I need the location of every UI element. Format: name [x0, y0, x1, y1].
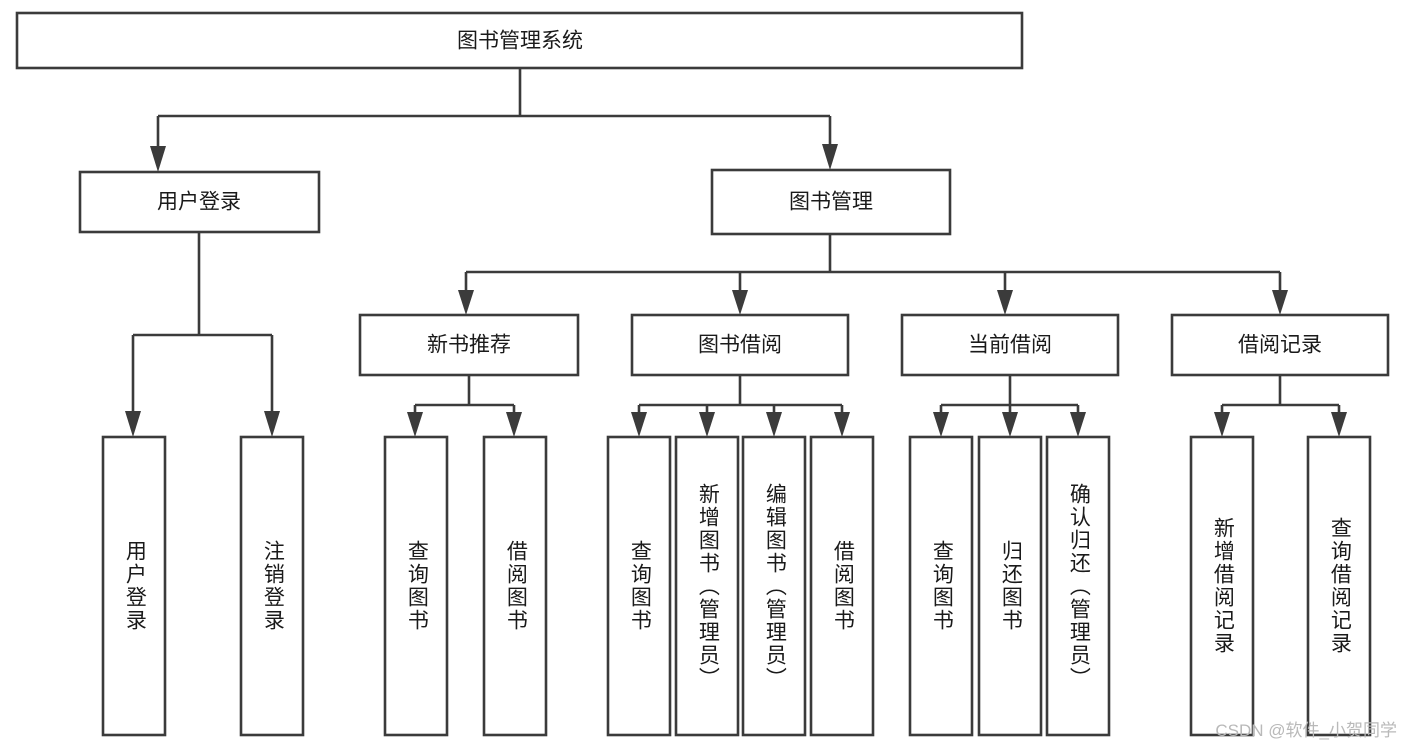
arrow-head-level2-3 — [1272, 290, 1288, 315]
arrow-head-user-login — [150, 146, 166, 172]
node-box-borrow-record[interactable] — [1170, 313, 1390, 377]
watermark-text: CSDN @软件_小贺同学 — [1215, 721, 1397, 740]
node-label-current-borrow: 当前借阅 — [968, 334, 1052, 357]
node-box-leaf-book-borrow-3[interactable] — [809, 435, 875, 737]
arrow-head-leaf-borrow-record-1 — [1331, 412, 1347, 437]
node-box-new-book-recommend[interactable] — [358, 313, 580, 377]
arrow-head-leaf-borrow-record-0 — [1214, 412, 1230, 437]
edges-group — [125, 68, 1347, 437]
node-label-root: 图书管理系统 — [457, 30, 583, 53]
node-box-book-borrow[interactable] — [630, 313, 850, 377]
arrow-head-leaf-current-borrow-0 — [933, 412, 949, 437]
node-label-book-borrow: 图书借阅 — [698, 334, 782, 357]
node-box-leaf-current-borrow-0[interactable] — [908, 435, 974, 737]
node-box-leaf-new-book-0[interactable] — [383, 435, 449, 737]
arrow-head-leaf-book-borrow-0 — [631, 412, 647, 437]
arrow-head-leaf-book-borrow-2 — [766, 412, 782, 437]
arrow-head-level2-1 — [732, 290, 748, 315]
arrow-head-leaf-user-login-1 — [264, 411, 280, 437]
node-label-user-login: 用户登录 — [157, 191, 241, 214]
node-label-new-book-recommend: 新书推荐 — [427, 334, 511, 357]
node-label-book-management: 图书管理 — [789, 191, 873, 214]
node-box-leaf-new-book-1[interactable] — [482, 435, 548, 737]
node-box-book-management[interactable] — [710, 168, 952, 236]
node-box-current-borrow[interactable] — [900, 313, 1120, 377]
node-box-leaf-user-login-0[interactable] — [101, 435, 167, 737]
node-label-borrow-record: 借阅记录 — [1238, 334, 1322, 357]
arrow-head-level2-2 — [997, 290, 1013, 315]
nodes-group: 图书管理系统 用户登录 图书管理 新书推荐 图书借阅 当前借阅 借阅记录 — [15, 11, 1390, 737]
arrow-head-leaf-current-borrow-2 — [1070, 412, 1086, 437]
node-box-user-login[interactable] — [78, 170, 321, 234]
arrow-head-level2-0 — [458, 290, 474, 315]
node-box-leaf-current-borrow-1[interactable] — [977, 435, 1043, 737]
arrow-head-leaf-current-borrow-1 — [1002, 412, 1018, 437]
arrow-head-leaf-book-borrow-3 — [834, 412, 850, 437]
node-box-leaf-borrow-record-0[interactable] — [1189, 435, 1255, 737]
node-box-leaf-book-borrow-0[interactable] — [606, 435, 672, 737]
node-box-leaf-borrow-record-1[interactable] — [1306, 435, 1372, 737]
node-box-leaf-user-login-1[interactable] — [239, 435, 305, 737]
arrow-head-leaf-new-book-0 — [407, 412, 423, 437]
arrow-head-book-mgmt — [822, 144, 838, 170]
node-box-root[interactable] — [15, 11, 1024, 70]
arrow-head-leaf-book-borrow-1 — [699, 412, 715, 437]
node-box-leaf-book-borrow-2[interactable] — [741, 435, 807, 737]
node-box-leaf-book-borrow-1[interactable] — [674, 435, 740, 737]
arrow-head-leaf-user-login-0 — [125, 411, 141, 437]
node-box-leaf-current-borrow-2[interactable] — [1045, 435, 1111, 737]
arrow-head-leaf-new-book-1 — [506, 412, 522, 437]
